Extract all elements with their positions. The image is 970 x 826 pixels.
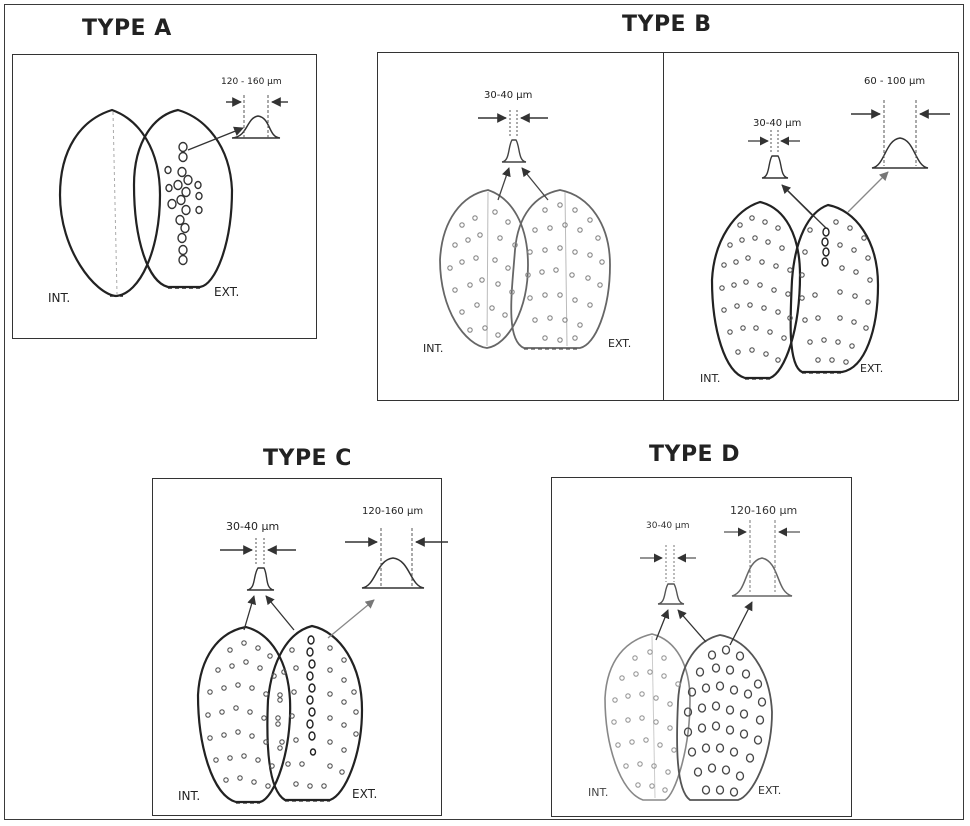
type-b-right-size-label-large: 60 - 100 μm <box>864 76 925 87</box>
type-d-size-label-small: 30-40 μm <box>646 521 690 531</box>
type-b-right-size-label-small: 30-40 μm <box>753 118 801 129</box>
type-a-size-label: 120 - 160 μm <box>221 77 282 87</box>
type-b-left-gland-small <box>502 140 526 162</box>
type-c-int-label: INT. <box>178 789 200 803</box>
type-a-ext-label: EXT. <box>214 285 239 299</box>
type-b-right-ext-label: EXT. <box>860 362 883 375</box>
type-d-sepals <box>605 520 800 800</box>
type-c-gland-large <box>362 558 424 588</box>
type-d-int-label: INT. <box>588 786 608 799</box>
type-a-gland-column <box>165 143 202 265</box>
type-d-size-label-large: 120-160 μm <box>730 504 797 517</box>
type-b-right-gland-small <box>762 156 788 178</box>
type-c-size-label-large: 120-160 μm <box>362 506 423 517</box>
type-a-gland-large <box>232 116 280 138</box>
type-b-right-sepals <box>712 100 950 379</box>
type-b-left-sepals <box>440 110 610 349</box>
type-b-right-gland-dots <box>720 216 872 364</box>
type-d-gland-small <box>658 584 684 604</box>
type-c-sepals <box>198 528 448 803</box>
type-d-large-gland-dots <box>685 646 766 796</box>
type-d-gland-large <box>732 558 792 596</box>
type-d-gland-dots <box>612 650 680 792</box>
type-b-left-ext-label: EXT. <box>608 337 631 350</box>
type-a-sepals <box>60 95 288 296</box>
type-c-gland-small <box>247 568 274 590</box>
type-b-right-int-label: INT. <box>700 372 720 385</box>
type-a-int-label: INT. <box>48 291 70 305</box>
type-b-left-int-label: INT. <box>423 342 443 355</box>
type-d-ext-label: EXT. <box>758 784 781 797</box>
type-c-size-label-small: 30-40 μm <box>226 520 279 533</box>
type-b-left-gland-dots <box>448 203 604 342</box>
type-c-ext-label: EXT. <box>352 787 377 801</box>
type-b-right-gland-large <box>872 138 928 168</box>
type-b-left-size-label: 30-40 μm <box>484 90 532 101</box>
